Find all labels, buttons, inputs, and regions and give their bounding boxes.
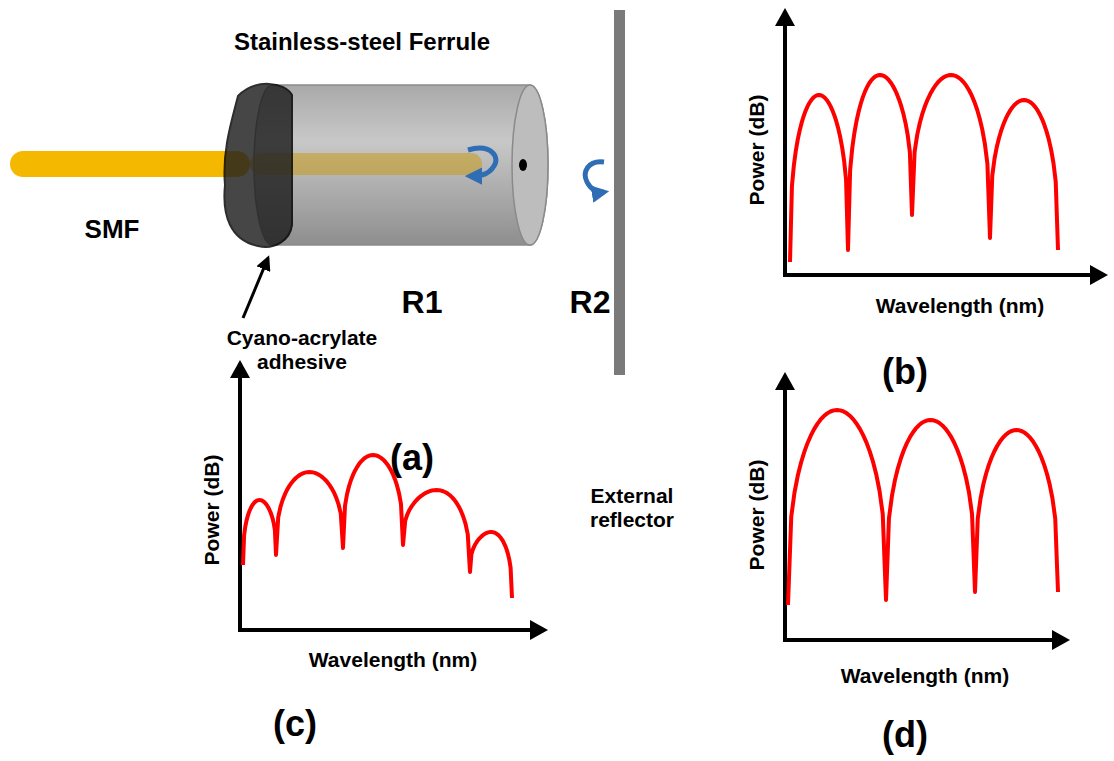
axis-arrowhead bbox=[530, 620, 548, 640]
part-label: External reflector bbox=[567, 484, 697, 532]
single-mode-fiber bbox=[10, 151, 250, 177]
reflector-label: R2 bbox=[560, 284, 620, 321]
axis-arrowhead bbox=[1052, 630, 1070, 650]
axis-label: Wavelength (nm) bbox=[283, 648, 503, 672]
y-axis bbox=[783, 22, 787, 275]
spectrum-curve bbox=[243, 455, 512, 598]
x-axis bbox=[783, 273, 1094, 277]
pointer-arrow bbox=[243, 258, 268, 318]
x-axis bbox=[783, 638, 1056, 642]
panel-label: (d) bbox=[865, 714, 945, 755]
axis-label: Power (dB) bbox=[745, 80, 769, 220]
axis-label: Wavelength (nm) bbox=[815, 664, 1035, 688]
panel-label: (b) bbox=[865, 351, 945, 392]
axis-arrowhead bbox=[1090, 265, 1108, 285]
part-label: SMF bbox=[67, 215, 157, 245]
axis-arrowhead bbox=[230, 360, 250, 378]
spectrum-curve bbox=[788, 410, 1058, 605]
axis-label: Power (dB) bbox=[200, 440, 224, 580]
panel-label: (c) bbox=[255, 703, 335, 744]
reflector-label: R1 bbox=[392, 284, 452, 321]
external-reflector bbox=[614, 10, 625, 375]
panel-label: (a) bbox=[372, 437, 452, 478]
axis-label: Power (dB) bbox=[745, 445, 769, 585]
y-axis bbox=[238, 374, 242, 630]
reflection-arrow bbox=[585, 162, 604, 192]
ferrule-end bbox=[512, 85, 548, 245]
axis-arrowhead bbox=[775, 8, 795, 26]
axis-label: Wavelength (nm) bbox=[850, 294, 1070, 318]
adhesive-blob bbox=[224, 84, 292, 247]
part-label: Stainless-steel Ferrule bbox=[202, 28, 522, 56]
part-label: Cyano-acrylate adhesive bbox=[215, 326, 390, 374]
axis-arrowhead bbox=[775, 372, 795, 390]
spectrum-curve bbox=[790, 75, 1058, 262]
reflection-arrow bbox=[468, 148, 496, 176]
ferrule-hole bbox=[519, 159, 527, 171]
x-axis bbox=[238, 628, 534, 632]
